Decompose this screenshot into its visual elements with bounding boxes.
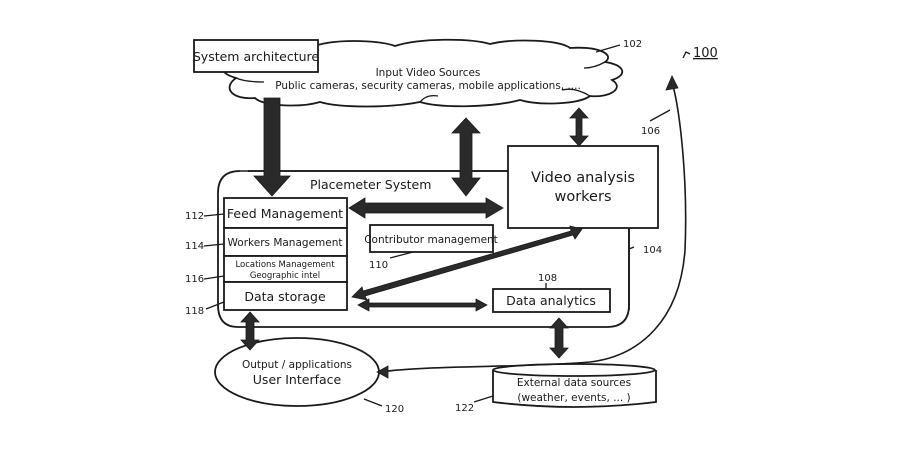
system-architecture-label: System architecture bbox=[193, 49, 320, 64]
external-data-sources-cylinder: External data sources (weather, events, … bbox=[492, 363, 657, 408]
ref-leader-106 bbox=[649, 109, 671, 122]
output-arrow-head bbox=[376, 365, 389, 379]
ref-114: 114 bbox=[185, 241, 204, 252]
placemeter-system-label: Placemeter System bbox=[310, 177, 431, 192]
locations-management-line1: Locations Management bbox=[235, 260, 335, 270]
ref-120: 120 bbox=[385, 404, 404, 415]
input-video-sources-cloud: Input Video Sources Public cameras, secu… bbox=[220, 38, 623, 108]
arrow-analytics-external bbox=[549, 317, 569, 359]
ref-116: 116 bbox=[185, 274, 204, 285]
data-analytics-label: Data analytics bbox=[506, 293, 596, 308]
output-ui-line2: User Interface bbox=[253, 372, 342, 387]
input-sources-subtitle: Public cameras, security cameras, mobile… bbox=[275, 80, 581, 92]
video-analysis-workers-box: Video analysis workers bbox=[507, 145, 659, 229]
ref-leader-110 bbox=[389, 251, 414, 259]
video-workers-line2: workers bbox=[554, 189, 611, 205]
external-sources-line1: External data sources bbox=[517, 377, 631, 389]
output-ui-line1: Output / applications bbox=[242, 359, 352, 371]
arrow-cloud-placemeter bbox=[451, 117, 481, 197]
ref-leader-120 bbox=[363, 398, 383, 407]
contributor-management-box: Contributor management bbox=[364, 224, 498, 253]
external-sources-line2: (weather, events, ... ) bbox=[517, 392, 630, 404]
arrow-cloud-video-workers bbox=[569, 107, 589, 147]
input-sources-title: Input Video Sources bbox=[376, 67, 481, 79]
feedback-arrow-head bbox=[665, 75, 679, 91]
locations-management-box bbox=[223, 255, 348, 283]
ref-hook-icon bbox=[682, 51, 691, 59]
ref-118: 118 bbox=[185, 306, 204, 317]
ref-122: 122 bbox=[455, 403, 474, 414]
workers-management-label: Workers Management bbox=[228, 237, 343, 249]
data-storage-box bbox=[223, 281, 348, 311]
locations-management-line2: Geographic intel bbox=[250, 271, 320, 281]
video-workers-line1: Video analysis bbox=[531, 170, 635, 186]
feed-management-label: Feed Management bbox=[227, 206, 343, 221]
contributor-management-label: Contributor management bbox=[364, 234, 498, 246]
feedback-loop-line bbox=[379, 81, 687, 373]
ref-leader-104 bbox=[628, 246, 635, 250]
arrow-storage-analytics bbox=[357, 298, 488, 312]
ref-leader-118 bbox=[205, 301, 225, 310]
ref-110: 110 bbox=[369, 260, 388, 271]
data-storage-label: Data storage bbox=[244, 289, 326, 304]
arrow-storage-output bbox=[240, 311, 260, 351]
workers-management-box bbox=[223, 227, 348, 257]
ref-106: 106 bbox=[641, 126, 660, 137]
arrow-storage-video-workers bbox=[351, 225, 583, 301]
feed-management-box bbox=[223, 197, 348, 229]
system-architecture-box: System architecture bbox=[193, 39, 320, 73]
ref-leader-122 bbox=[473, 395, 494, 403]
ref-leader-102 bbox=[595, 44, 621, 53]
ref-108: 108 bbox=[538, 273, 557, 284]
figure-ref-100: 100 bbox=[693, 46, 718, 61]
ref-112: 112 bbox=[185, 211, 204, 222]
output-user-interface-ellipse: Output / applications User Interface bbox=[214, 337, 380, 407]
data-analytics-box: Data analytics bbox=[492, 288, 611, 313]
ref-leader-112 bbox=[203, 213, 225, 217]
ref-leader-114 bbox=[203, 243, 225, 247]
ref-104: 104 bbox=[643, 245, 662, 256]
ref-leader-116 bbox=[203, 275, 225, 280]
arrow-cloud-to-feed bbox=[253, 97, 291, 197]
module-stack: Feed Management Workers Management Locat… bbox=[223, 197, 348, 311]
arrow-feed-video-workers bbox=[348, 197, 504, 219]
ref-102: 102 bbox=[623, 39, 642, 50]
